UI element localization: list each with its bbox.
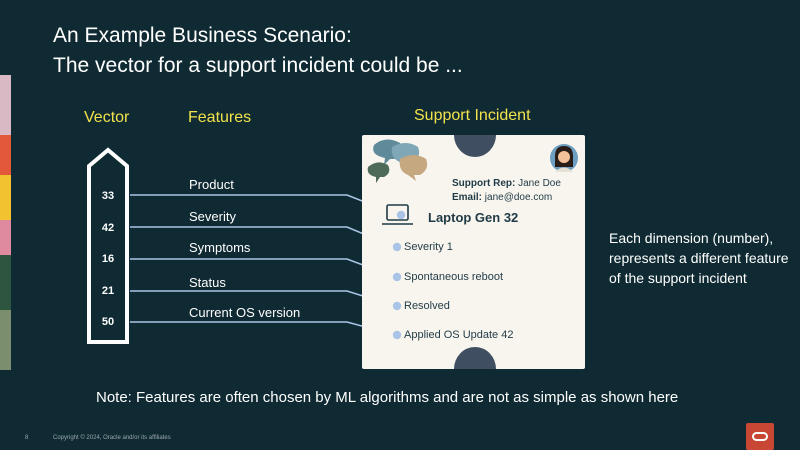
- features-note: Note: Features are often chosen by ML al…: [96, 389, 679, 406]
- card-value-status: Resolved: [404, 300, 450, 312]
- top-tab-shape: [454, 135, 496, 157]
- feature-label-severity: Severity: [189, 209, 236, 224]
- dimension-explanation: Each dimension (number), represents a di…: [609, 230, 789, 286]
- oracle-logo-icon: [746, 423, 774, 450]
- vector-value-symptoms: 16: [101, 253, 115, 265]
- feature-label-product: Product: [189, 177, 234, 192]
- laptop-icon: [382, 204, 413, 225]
- connector-status: [130, 290, 396, 307]
- bottom-tab-shape: [454, 347, 496, 369]
- vector-value-severity: 42: [101, 222, 115, 234]
- card-value-os-version: Applied OS Update 42: [404, 329, 514, 341]
- connector-os-version: [130, 321, 396, 336]
- connector-dot-product: [396, 210, 406, 220]
- slide-title-line-2: The vector for a support incident could …: [53, 54, 463, 77]
- vector-value-os-version: 50: [101, 316, 115, 328]
- card-value-severity: Severity 1: [404, 241, 453, 253]
- copyright: Copyright © 2024, Oracle and/or its affi…: [53, 435, 171, 441]
- connector-dot-severity: [392, 242, 402, 252]
- connector-dot-symptoms: [392, 272, 402, 282]
- feature-label-os-version: Current OS version: [189, 305, 301, 320]
- email-line: Email: jane@doe.com: [452, 192, 552, 203]
- connector-dot-os-version: [392, 330, 402, 340]
- connector-symptoms: [130, 258, 396, 278]
- vector-value-status: 21: [101, 285, 115, 297]
- decorative-stripe: [0, 0, 11, 450]
- page-number: 8: [25, 435, 29, 441]
- avatar-icon: [550, 144, 578, 172]
- product-name: Laptop Gen 32: [428, 210, 519, 225]
- card-graphics: [367, 135, 578, 369]
- slide-title-line-1: An Example Business Scenario:: [53, 24, 352, 47]
- incident-heading: Support Incident: [414, 107, 531, 124]
- support-rep-label: Support Rep:: [452, 178, 516, 189]
- feature-label-status: Status: [189, 275, 226, 290]
- connector-dot-status: [392, 301, 402, 311]
- vector-heading: Vector: [84, 109, 130, 126]
- vector-value-product: 33: [101, 190, 115, 202]
- email-value: jane@doe.com: [484, 192, 553, 203]
- support-incident-card: [362, 135, 585, 369]
- card-value-symptoms: Spontaneous reboot: [404, 271, 504, 283]
- features-heading: Features: [188, 109, 252, 126]
- feature-label-symptoms: Symptoms: [189, 240, 251, 255]
- chat-bubbles-icon: [367, 139, 428, 183]
- support-rep-name: Jane Doe: [518, 178, 561, 189]
- connector-severity: [130, 226, 396, 248]
- vector-arrow-shape: [87, 147, 129, 344]
- email-label: Email:: [452, 192, 483, 203]
- connector-product: [130, 194, 399, 216]
- support-rep-line: Support Rep: Jane Doe: [452, 178, 561, 189]
